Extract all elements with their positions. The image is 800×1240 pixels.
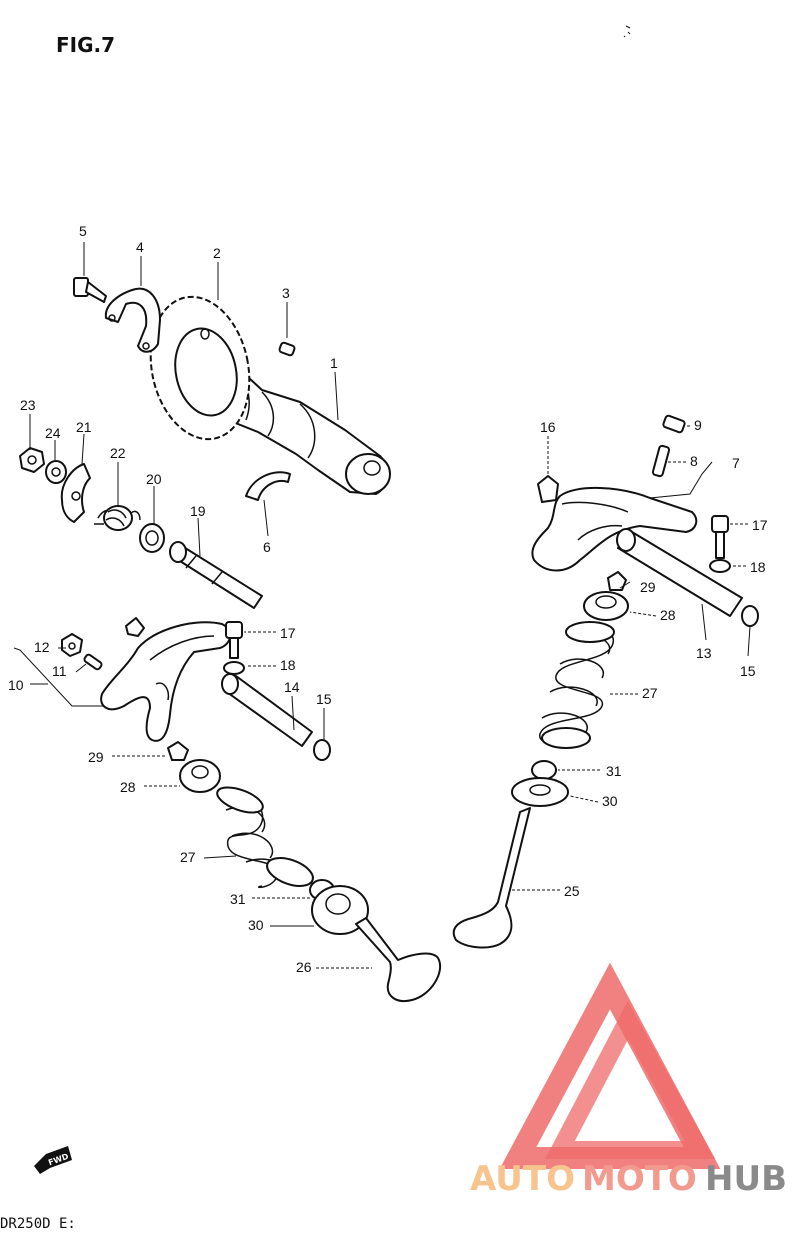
watermark-triangle-mark-inner bbox=[545, 1001, 716, 1159]
callout-17-left: 17 bbox=[280, 625, 296, 641]
callout-31-left: 31 bbox=[230, 891, 246, 907]
callout-29-right: 29 bbox=[640, 579, 656, 595]
watermark-logo: AUTO MOTO HUB bbox=[470, 962, 787, 1199]
callout-25: 25 bbox=[564, 883, 580, 899]
part-bolt-5 bbox=[73, 277, 107, 303]
callout-7: 7 bbox=[732, 455, 740, 471]
part-cotter-29-left bbox=[167, 741, 189, 761]
part-shaft-19 bbox=[169, 541, 263, 609]
part-rocker-shaft-14 bbox=[221, 673, 313, 747]
callout-4: 4 bbox=[136, 239, 144, 255]
figure-title: FIG.7 bbox=[56, 33, 115, 57]
callout-27-right: 27 bbox=[642, 685, 658, 701]
callout-19: 19 bbox=[190, 503, 206, 519]
callout-9: 9 bbox=[694, 417, 702, 433]
part-nut-9 bbox=[662, 414, 686, 434]
callout-23: 23 bbox=[20, 397, 36, 413]
part-valve-26 bbox=[355, 917, 441, 1002]
part-spring-22 bbox=[94, 505, 141, 531]
part-washer-18-left bbox=[223, 661, 245, 675]
part-spring-27-left bbox=[216, 786, 314, 889]
part-retainer-plate bbox=[104, 287, 161, 353]
callout-17-right: 17 bbox=[752, 517, 768, 533]
callout-1: 1 bbox=[330, 355, 338, 371]
part-retainer-31-right bbox=[531, 760, 557, 780]
callout-22: 22 bbox=[110, 445, 126, 461]
part-spring-27-right bbox=[539, 621, 615, 749]
callout-30-right: 30 bbox=[602, 793, 618, 809]
part-nut-23 bbox=[19, 447, 45, 473]
part-cotter-29-right bbox=[607, 571, 627, 591]
diagram-code: DR250D E: bbox=[0, 1216, 76, 1232]
part-pin bbox=[278, 341, 296, 357]
part-rocker-arm-7 bbox=[531, 487, 698, 572]
callout-15-right: 15 bbox=[740, 663, 756, 679]
callout-29-left: 29 bbox=[88, 749, 104, 765]
callout-30-left: 30 bbox=[248, 917, 264, 933]
part-oring-15-left bbox=[313, 739, 331, 761]
part-seat-28-left bbox=[179, 759, 221, 793]
part-washer-24 bbox=[45, 460, 67, 484]
callout-13: 13 bbox=[696, 645, 712, 661]
callout-27-left: 27 bbox=[180, 849, 196, 865]
part-cap-16 bbox=[537, 475, 559, 503]
callout-28-left: 28 bbox=[120, 779, 136, 795]
part-circlip bbox=[245, 471, 291, 501]
part-oring-15-right bbox=[741, 605, 759, 627]
callout-11: 11 bbox=[52, 663, 67, 679]
callout-18-left: 18 bbox=[280, 657, 296, 673]
scan-speck bbox=[623, 25, 631, 38]
forward-arrow: FWD bbox=[34, 1146, 72, 1174]
callout-14: 14 bbox=[284, 679, 300, 695]
part-rocker-arm-10 bbox=[100, 621, 231, 742]
callout-18-right: 18 bbox=[750, 559, 766, 575]
callout-21: 21 bbox=[76, 419, 92, 435]
callout-28-right: 28 bbox=[660, 607, 676, 623]
part-cap-10 bbox=[125, 617, 145, 637]
part-valve-25 bbox=[452, 807, 531, 949]
watermark-text-moto: MOTO bbox=[582, 1159, 697, 1199]
part-seat-28-right bbox=[583, 591, 629, 621]
callout-26: 26 bbox=[296, 959, 312, 975]
part-bolt-17-right bbox=[711, 515, 729, 559]
watermark-text-hub: HUB bbox=[705, 1159, 787, 1199]
part-adjuster-11 bbox=[83, 653, 103, 671]
part-washer-18-right bbox=[709, 559, 731, 573]
callout-24: 24 bbox=[45, 425, 61, 441]
part-bolt-17-left bbox=[225, 621, 243, 659]
callout-labels: 5 4 2 3 1 6 23 24 21 22 20 19 16 9 8 7 1… bbox=[8, 223, 768, 975]
callout-3: 3 bbox=[282, 285, 290, 301]
callout-8: 8 bbox=[690, 453, 698, 469]
part-retainer-30-left bbox=[311, 885, 369, 935]
part-rocker-shaft-13 bbox=[616, 528, 743, 617]
callout-10: 10 bbox=[8, 677, 24, 693]
callout-16: 16 bbox=[540, 419, 556, 435]
callout-15-left: 15 bbox=[316, 691, 332, 707]
callout-2: 2 bbox=[213, 245, 221, 261]
part-camshaft bbox=[205, 365, 391, 495]
watermark-text-auto: AUTO bbox=[470, 1159, 575, 1199]
part-nut-12 bbox=[61, 633, 83, 657]
leader-lines bbox=[13, 242, 751, 969]
part-seal-20 bbox=[139, 523, 165, 553]
callout-5: 5 bbox=[79, 223, 87, 239]
part-lever-21 bbox=[60, 463, 91, 523]
callout-20: 20 bbox=[146, 471, 162, 487]
callout-6: 6 bbox=[263, 539, 271, 555]
callout-31-right: 31 bbox=[606, 763, 622, 779]
part-adjuster-8 bbox=[651, 444, 671, 478]
callout-12: 12 bbox=[34, 639, 50, 655]
part-retainer-30-right bbox=[511, 777, 569, 807]
part-cam-sprocket bbox=[149, 295, 251, 441]
